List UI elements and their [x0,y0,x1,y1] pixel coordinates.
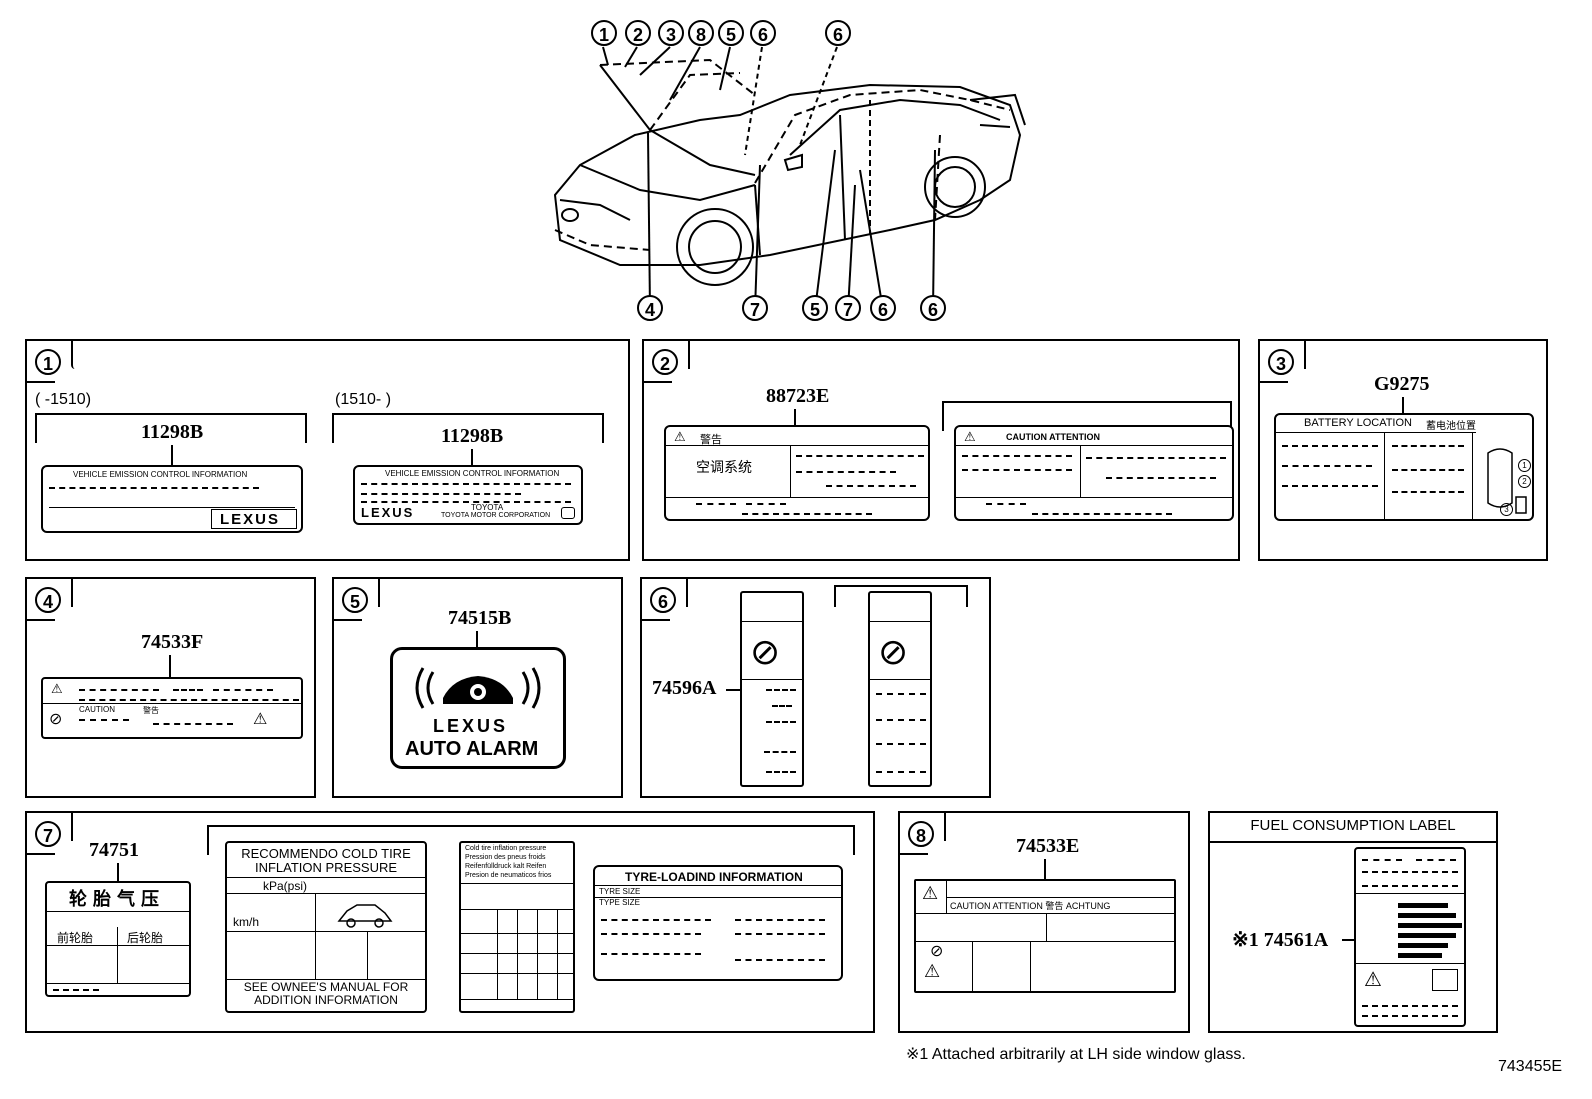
callout-3: 3 [658,20,684,46]
callout-6: 6 [750,20,776,46]
panel-8: 8 74533E ⚠ CAUTION ATTENTION 警告 ACHTUNG … [898,811,1190,1033]
alarm-car-icon [415,667,541,709]
tire-inflation-label: RECOMMENDO COLD TIRE INFLATION PRESSURE … [225,841,427,1013]
warning-icon: ⚠ [51,681,63,696]
panel-number: 3 [1268,349,1294,375]
panel-number: 4 [35,587,61,613]
no-child-seat-icon: ⊘ [878,631,909,672]
callout-6: 6 [870,295,896,321]
auto-alarm-sticker: LEXUS AUTO ALARM [390,647,566,769]
panel-1: 1 ( -1510) (1510- ) 11298B 11298B VEHICL… [25,339,630,561]
panel-4: 4 74533F ⚠ ⊘ CAUTION 警告 ⚠ [25,577,316,798]
part-number: 74533E [1016,835,1080,857]
cn-tire-pressure-label: 轮胎气压 前轮胎 后轮胎 [45,881,191,997]
footnote: ※1 Attached arbitrarily at LH side windo… [906,1046,1246,1063]
person-icon: ⚠ [924,961,941,981]
hood-caution-label: ⚠ CAUTION ATTENTION 警告 ACHTUNG ⊘ ⚠ [914,879,1176,993]
callout-1: 1 [591,20,617,46]
part-number: 74533F [141,631,204,653]
ac-caution-label: ⚠ CAUTION ATTENTION [954,425,1234,521]
lexus-logo: LEXUS [220,511,281,528]
callout-5: 5 [802,295,828,321]
drawing-number: 743455E [1498,1058,1563,1075]
no-fire-icon: ⊘ [930,943,944,960]
panel-number: 6 [650,587,676,613]
warning-icon: ⚠ [922,883,939,903]
panel-number: 5 [342,587,368,613]
panel-5: 5 74515B LEXUS AUTO ALARM [332,577,623,798]
callout-7: 7 [835,295,861,321]
part-number: 74751 [89,839,139,861]
part-number: 74596A [652,677,717,699]
car-drawing-svg [553,46,1026,311]
auto-alarm-text: AUTO ALARM [405,738,539,760]
emission-label: VEHICLE EMISSION CONTROL INFORMATION LEX… [41,465,303,533]
car-side-icon [337,904,393,928]
callout-6: 6 [920,295,946,321]
fuel-label-title: FUEL CONSUMPTION LABEL [1250,817,1456,834]
panel-number: 1 [35,349,61,375]
panel-number: 7 [35,821,61,847]
airbag-caution-label: ⚠ ⊘ CAUTION 警告 ⚠ [41,677,303,739]
airbag-icon: ⚠ [253,711,268,728]
battery-location-label: BATTERY LOCATION 蓄电池位置 1 2 3 [1274,413,1534,521]
part-number: G9275 [1374,373,1430,395]
panel-6: 6 74596A ⊘ ⊘ [640,577,991,798]
no-child-seat-icon: ⊘ [750,631,781,672]
callout-5: 5 [718,20,744,46]
callout-2: 2 [625,20,651,46]
airbag-warning-label: ⊘ [868,591,932,787]
warning-icon: ⚠ [674,429,686,444]
part-number: 11298B [141,421,204,443]
lexus-logo: LEXUS [361,505,415,520]
panel-number: 2 [652,349,678,375]
panel-7: 7 74751 轮胎气压 前轮胎 后轮胎 RECOMMENDO COLD TIR… [25,811,875,1033]
part-number: 88723E [766,385,830,407]
callout-6: 6 [825,20,851,46]
warning-icon: ⚠ [964,429,976,444]
lexus-logo: LEXUS [433,716,509,736]
no-child-icon: ⊘ [49,711,63,728]
tyre-loading-label: TYRE-LOADIND INFORMATION TYRE SIZE TYPE … [593,865,843,981]
part-number: 74515B [448,607,512,629]
fuel-consumption-label: ⚠ [1354,847,1466,1027]
emission-label: VEHICLE EMISSION CONTROL INFORMATION LEX… [353,465,583,525]
warning-icon: ⚠ [1364,969,1382,991]
callout-7: 7 [742,295,768,321]
panel-3: 3 G9275 BATTERY LOCATION 蓄电池位置 1 2 3 [1258,339,1548,561]
panel-2: 2 88723E ⚠ 警告 空调系统 ⚠ CAUTION ATTENTION [642,339,1240,561]
part-number: 11298B [441,425,504,447]
car-illustration [540,15,1040,325]
airbag-warning-label: ⊘ [740,591,804,787]
ac-warning-label: ⚠ 警告 空调系统 [664,425,930,521]
part-number: ※1 74561A [1232,929,1329,951]
range-before: ( -1510) [35,391,92,408]
multilang-tire-label: Cold tire inflation pressure Pression de… [459,841,575,1013]
car-top-view-icon [1487,448,1527,514]
callout-4: 4 [637,295,663,321]
panel-number: 8 [908,821,934,847]
callout-8: 8 [688,20,714,46]
range-after: (1510- ) [335,391,392,408]
fuel-consumption-panel: FUEL CONSUMPTION LABEL ※1 74561A ⚠ [1208,811,1498,1033]
